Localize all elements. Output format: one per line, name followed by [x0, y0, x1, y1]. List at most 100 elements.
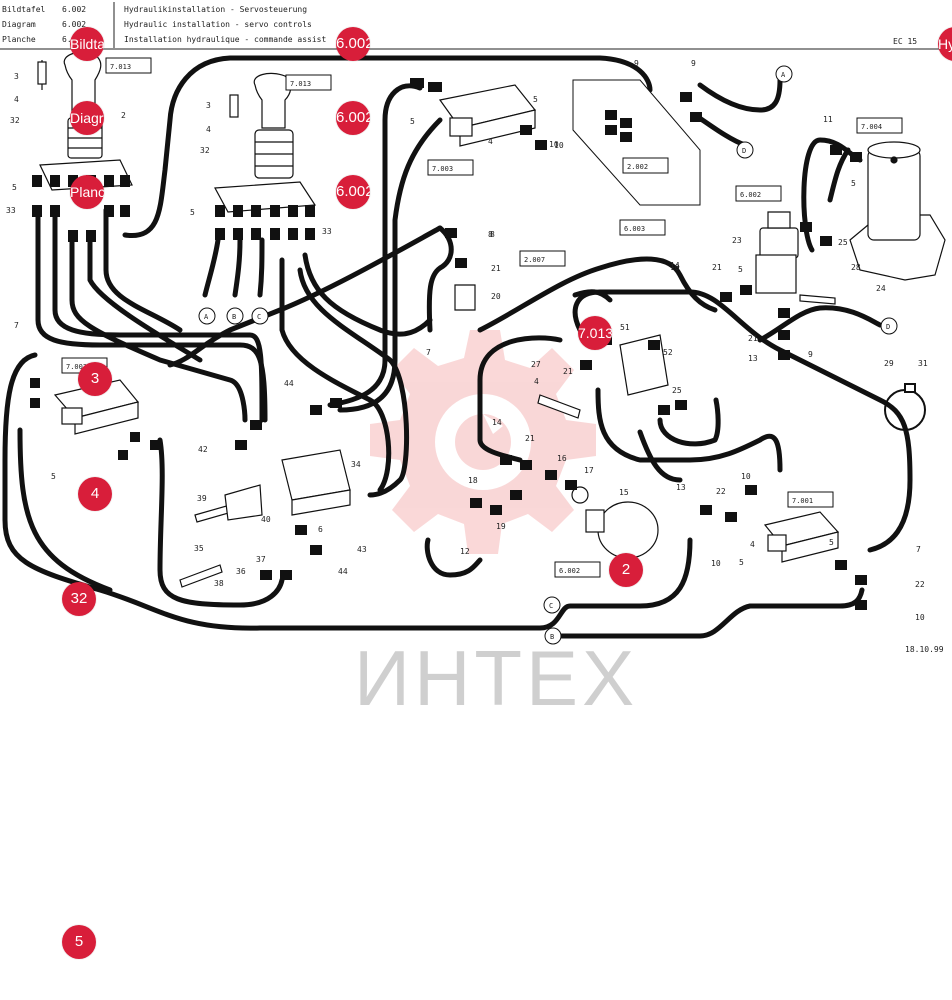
connector-label: A: [781, 71, 786, 79]
part-number: 24: [876, 284, 886, 293]
hotspot-label: Planche: [70, 184, 104, 200]
part-number: 44: [284, 379, 294, 388]
part-number: 4: [750, 540, 755, 549]
hotspot-2[interactable]: 2: [609, 553, 643, 587]
part-number: 33: [6, 206, 16, 215]
part-number: 21: [525, 434, 535, 443]
ref-box: 7.004: [861, 123, 882, 131]
part-number: 16: [557, 454, 567, 463]
part-number: 4: [14, 95, 19, 104]
diagram-date: 18.10.99: [905, 645, 944, 654]
accumulator: [571, 486, 659, 559]
part-number: 10: [741, 472, 751, 481]
hotspot-32[interactable]: 32: [62, 582, 96, 616]
ref-box: 2.007: [524, 256, 545, 264]
hotspot-7-013[interactable]: 7.013: [578, 316, 612, 350]
part-number: 34: [351, 460, 361, 469]
header-title-2: Hydraulic installation - servo controls: [124, 20, 312, 29]
ref-box: 7.013: [290, 80, 311, 88]
part-number: 39: [197, 494, 207, 503]
hotspot-label: 6.002: [336, 109, 370, 126]
part-number: 7: [426, 348, 431, 357]
part-number: 5: [51, 472, 56, 481]
part-number: 21: [748, 334, 758, 343]
part-number: 29: [884, 359, 894, 368]
part-number: 7: [14, 321, 19, 330]
rotary-union: [849, 141, 946, 281]
part-number: 37: [256, 555, 266, 564]
part-number: 5: [12, 183, 17, 192]
hotspot-hydraulikinstallation[interactable]: Hydraulikinstallation: [938, 27, 952, 61]
header-code: EC 15: [893, 37, 917, 46]
connector-label: D: [886, 323, 890, 331]
connector-label: D: [742, 147, 746, 155]
part-number: 23: [732, 236, 742, 245]
part-number: 5: [851, 179, 856, 188]
solenoid-valve: [755, 211, 799, 294]
part-number: 11: [823, 115, 833, 124]
hotspot-6-002-b[interactable]: 6.002: [336, 101, 370, 135]
connector-label: C: [257, 313, 261, 321]
part-number: 12: [460, 547, 470, 556]
ref-box: 7.001: [792, 497, 813, 505]
hotspot-diagram[interactable]: Diagram: [70, 101, 104, 135]
part-number: 3: [14, 72, 19, 81]
part-number: 13: [676, 483, 686, 492]
header-key-3: Planche: [2, 35, 36, 44]
header-number-1: 6.002: [62, 5, 86, 14]
joystick-right: [214, 72, 317, 213]
part-number: 4: [206, 125, 211, 134]
part-number: 51: [620, 323, 630, 332]
part-number: 2: [121, 111, 126, 120]
part-number: 4: [488, 137, 493, 146]
hotspot-label: 5: [74, 933, 84, 950]
ref-box: 7.013: [110, 63, 131, 71]
hotspot-label: Diagram: [70, 110, 104, 126]
ref-box: 6.002: [740, 191, 761, 199]
connector-label: B: [232, 313, 236, 321]
connectors: A B C D A B C D: [198, 65, 898, 645]
hotspot-label: 7.013: [578, 325, 612, 341]
ref-box: 2.002: [627, 163, 648, 171]
hotspot-label: 4: [90, 485, 100, 502]
hotspot-6-002-c[interactable]: 6.002: [336, 175, 370, 209]
parts-panel: [572, 79, 701, 206]
part-number: 14: [670, 261, 680, 270]
hotspot-6-002-a[interactable]: 6.002: [336, 27, 370, 61]
part-number: 40: [261, 515, 271, 524]
hotspot-5[interactable]: 5: [62, 925, 96, 959]
ref-box: 6.002: [559, 567, 580, 575]
part-number: 33: [322, 227, 332, 236]
part-number: 28: [851, 263, 861, 272]
part-number: 5: [190, 208, 195, 217]
part-number: 21: [712, 263, 722, 272]
hotspot-bildtafel[interactable]: Bildtafel: [70, 27, 104, 61]
header-key-2: Diagram: [2, 20, 36, 29]
hotspot-planche[interactable]: Planche: [70, 175, 104, 209]
header-title-3: Installation hydraulique - commande assi…: [124, 35, 326, 44]
hydraulic-hoses: [2, 55, 913, 639]
part-number: 4: [534, 377, 539, 386]
connector-label: C: [549, 602, 553, 610]
part-number: 10: [554, 141, 564, 150]
part-number: 15: [619, 488, 629, 497]
part-number: 5: [533, 95, 538, 104]
part-number: 35: [194, 544, 204, 553]
valve-blocks: [53, 84, 840, 563]
hotspot-label: 6.002: [336, 35, 370, 52]
bolts: [179, 294, 836, 588]
part-number: 38: [214, 579, 224, 588]
part-number: 7: [916, 545, 921, 554]
part-number: 9: [634, 59, 639, 68]
part-number: 5: [829, 538, 834, 547]
hotspot-3[interactable]: 3: [78, 362, 112, 396]
hotspot-4[interactable]: 4: [78, 477, 112, 511]
hotspot-label: 32: [70, 590, 88, 607]
part-number: 43: [357, 545, 367, 554]
hotspot-label: Bildtafel: [70, 36, 104, 52]
part-number: 5: [410, 117, 415, 126]
header-number-2: 6.002: [62, 20, 86, 29]
part-number: 21: [563, 367, 573, 376]
part-number: 5: [738, 265, 743, 274]
